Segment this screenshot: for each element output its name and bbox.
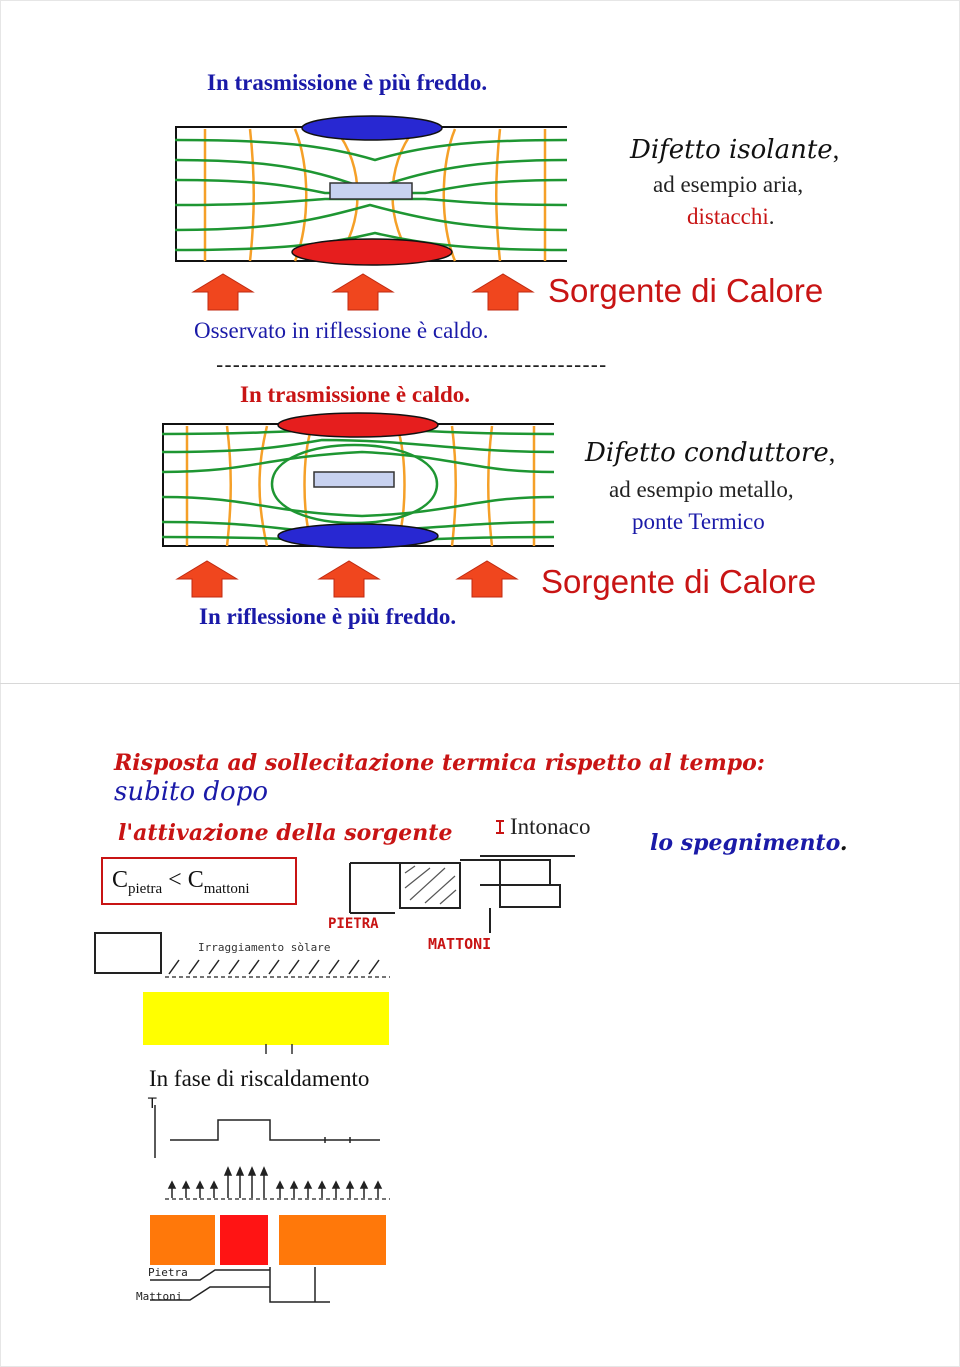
temperature-axis-label: T (148, 1096, 157, 1112)
capacity-operator: < (162, 867, 188, 893)
thermal-response-title: Risposta ad sollecitazione termica rispe… (114, 750, 765, 776)
defect-example-2: ad esempio metallo, (609, 477, 794, 502)
orange-band-left (150, 1215, 215, 1265)
capacity-c2: C (187, 867, 204, 893)
defect-detail-2: ponte Termico (632, 509, 765, 534)
defect-title-comma: , (832, 135, 840, 164)
heat-source-arrows-2 (175, 560, 519, 598)
stone-label: PIETRA (328, 916, 379, 932)
source-activation-label: l'attivazione della sorgente (118, 820, 453, 846)
defect-detail-dot: . (768, 204, 775, 229)
defect-example: ad esempio aria, (653, 172, 804, 197)
capacity-formula: Cpietra < Cmattoni (112, 867, 250, 898)
plaster-label: Intonaco (510, 814, 591, 839)
defect-title-comma-2: , (828, 438, 836, 467)
red-band-center (220, 1215, 268, 1265)
defect-title-line: Difetto isolante, (630, 135, 839, 165)
shutdown-line: lo spegnimento. (650, 830, 848, 856)
solar-radiation-label: Irraggiamento sòlare (198, 941, 331, 954)
defect-detail: distacchi (687, 204, 769, 229)
subito-dopo: subito dopo (114, 777, 269, 807)
heating-phase-label: In fase di riscaldamento (149, 1066, 370, 1091)
defect-detail-line: distacchi. (687, 204, 775, 230)
transmission-hot-caption: In trasmissione è caldo. (240, 382, 470, 407)
orange-band-right (279, 1215, 386, 1265)
defect-title: Difetto isolante (630, 135, 833, 165)
stone-small-label: Pietra (148, 1266, 188, 1279)
reflection-cold-caption: In riflessione è più freddo. (199, 604, 457, 629)
heat-source-label-1: Sorgente di Calore (548, 272, 824, 309)
temperature-profile (154, 1105, 390, 1200)
reflection-hot-caption: Osservato in riflessione è caldo. (194, 318, 489, 343)
insulating-defect-diagram (174, 115, 568, 266)
plaster-marker (496, 820, 504, 834)
transmission-cold-caption: In trasmissione è più freddo. (207, 70, 488, 95)
brick-label: MATTONI (428, 935, 492, 953)
shutdown-dot: . (839, 830, 848, 856)
band-ticks (265, 1044, 293, 1054)
defect-title-2: Difetto conduttore (585, 438, 829, 468)
heat-source-label-2: Sorgente di Calore (541, 563, 817, 600)
capacity-sub-stone: pietra (128, 880, 163, 897)
capacity-comparison-box (101, 857, 297, 905)
defect-title-line-2: Difetto conduttore, (585, 438, 835, 468)
heat-source-arrows-1 (191, 273, 535, 311)
shutdown-label: lo spegnimento (650, 830, 840, 856)
wall-section-sketch (349, 855, 575, 933)
brick-small-label: Mattoni (136, 1290, 183, 1303)
capacity-c1: C (112, 867, 129, 893)
wall-layers-sketch (150, 1267, 330, 1303)
yellow-surface-band (143, 992, 389, 1045)
solar-radiation-arrows (165, 959, 390, 978)
capacity-sub-brick: mattoni (203, 880, 250, 897)
section-separator: ----------------------------------------… (216, 352, 608, 377)
page-divider (0, 683, 960, 684)
legend-box (94, 932, 162, 974)
conductive-defect-diagram (161, 412, 555, 549)
